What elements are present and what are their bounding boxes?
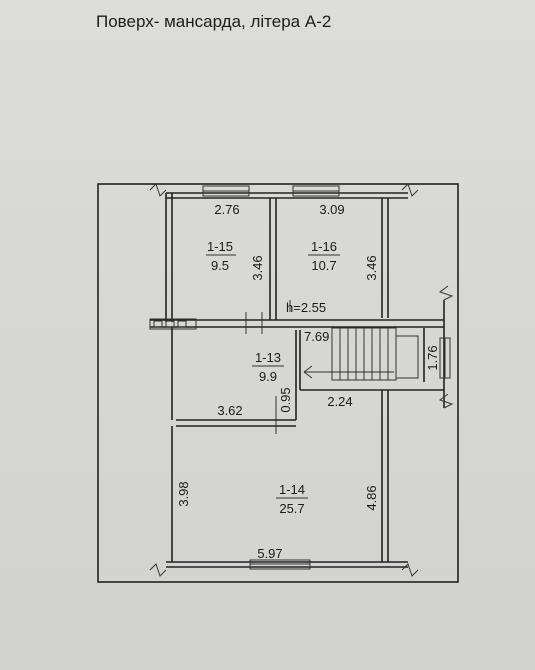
break-mark-tr — [401, 183, 419, 197]
dim-3-46-left: 3.46 — [250, 255, 265, 280]
room-1-15-area: 9.5 — [211, 258, 229, 273]
stair-arrow-head — [303, 365, 313, 379]
dim-7-69: 7.69 — [304, 329, 329, 344]
dim-5-97: 5.97 — [257, 546, 282, 561]
room-1-16-number: 1-16 — [311, 239, 337, 254]
vent-cell-1 — [153, 320, 163, 328]
dim-3-09: 3.09 — [319, 202, 344, 217]
room-1-14-number: 1-14 — [279, 482, 305, 497]
break-mark-tl — [149, 183, 167, 197]
outer-frame — [97, 183, 459, 583]
vent-block — [149, 318, 197, 330]
dim-2-76: 2.76 — [214, 202, 239, 217]
dim-1-76: 1.76 — [425, 345, 440, 370]
break-mark-right-lower — [438, 393, 454, 409]
room-1-16-area: 10.7 — [311, 258, 336, 273]
dim-4-86: 4.86 — [364, 485, 379, 510]
plan-title: Поверх- мансарда, літера А-2 — [96, 12, 332, 31]
dim-3-46-right: 3.46 — [364, 255, 379, 280]
dim-3-62: 3.62 — [217, 403, 242, 418]
room-1-14-area: 25.7 — [279, 501, 304, 516]
room-1-15-number: 1-15 — [207, 239, 233, 254]
stair-landing — [395, 335, 419, 379]
dim-0-95: 0.95 — [278, 387, 293, 412]
break-mark-bl — [149, 563, 167, 577]
dim-2-24: 2.24 — [327, 394, 352, 409]
vent-cell-2 — [165, 320, 175, 328]
room-1-13-number: 1-13 — [255, 350, 281, 365]
dim-h-2-55: h=2.55 — [286, 300, 326, 315]
break-mark-right-upper — [438, 285, 454, 301]
vent-cell-3 — [177, 320, 187, 328]
dim-3-98: 3.98 — [176, 481, 191, 506]
room-1-13-area: 9.9 — [259, 369, 277, 384]
break-mark-br — [401, 563, 419, 577]
